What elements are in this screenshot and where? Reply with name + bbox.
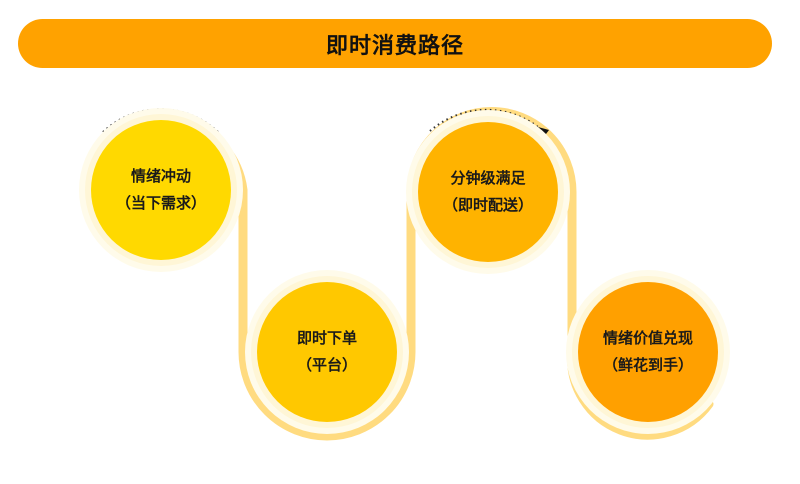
serpentine-connector [92,107,714,441]
title-bar: 即时消费路径 [18,19,772,68]
step-sublabel: （即时配送） [442,196,533,214]
step-sublabel: （平台） [296,356,357,374]
step-label: 分钟级满足 [450,169,526,187]
step-instant-order: 即时下单 （平台） [257,282,397,422]
step-emotional-impulse: 情绪冲动 （当下需求） [91,120,231,260]
page-title: 即时消费路径 [325,33,464,59]
step-label: 情绪冲动 [130,167,191,185]
dotted-arrow-arc-1 [102,108,219,133]
step-label: 情绪价值兑现 [602,329,693,347]
step-minute-delivery: 分钟级满足 （即时配送） [418,122,558,262]
step-sublabel: （当下需求） [115,194,206,212]
step-sublabel: （鲜花到手） [602,356,693,374]
step-emotional-value: 情绪价值兑现 （鲜花到手） [578,282,718,422]
dotted-arrow-arc-3 [429,108,544,132]
arrowhead-icon [538,127,549,138]
step-label: 即时下单 [296,329,357,347]
